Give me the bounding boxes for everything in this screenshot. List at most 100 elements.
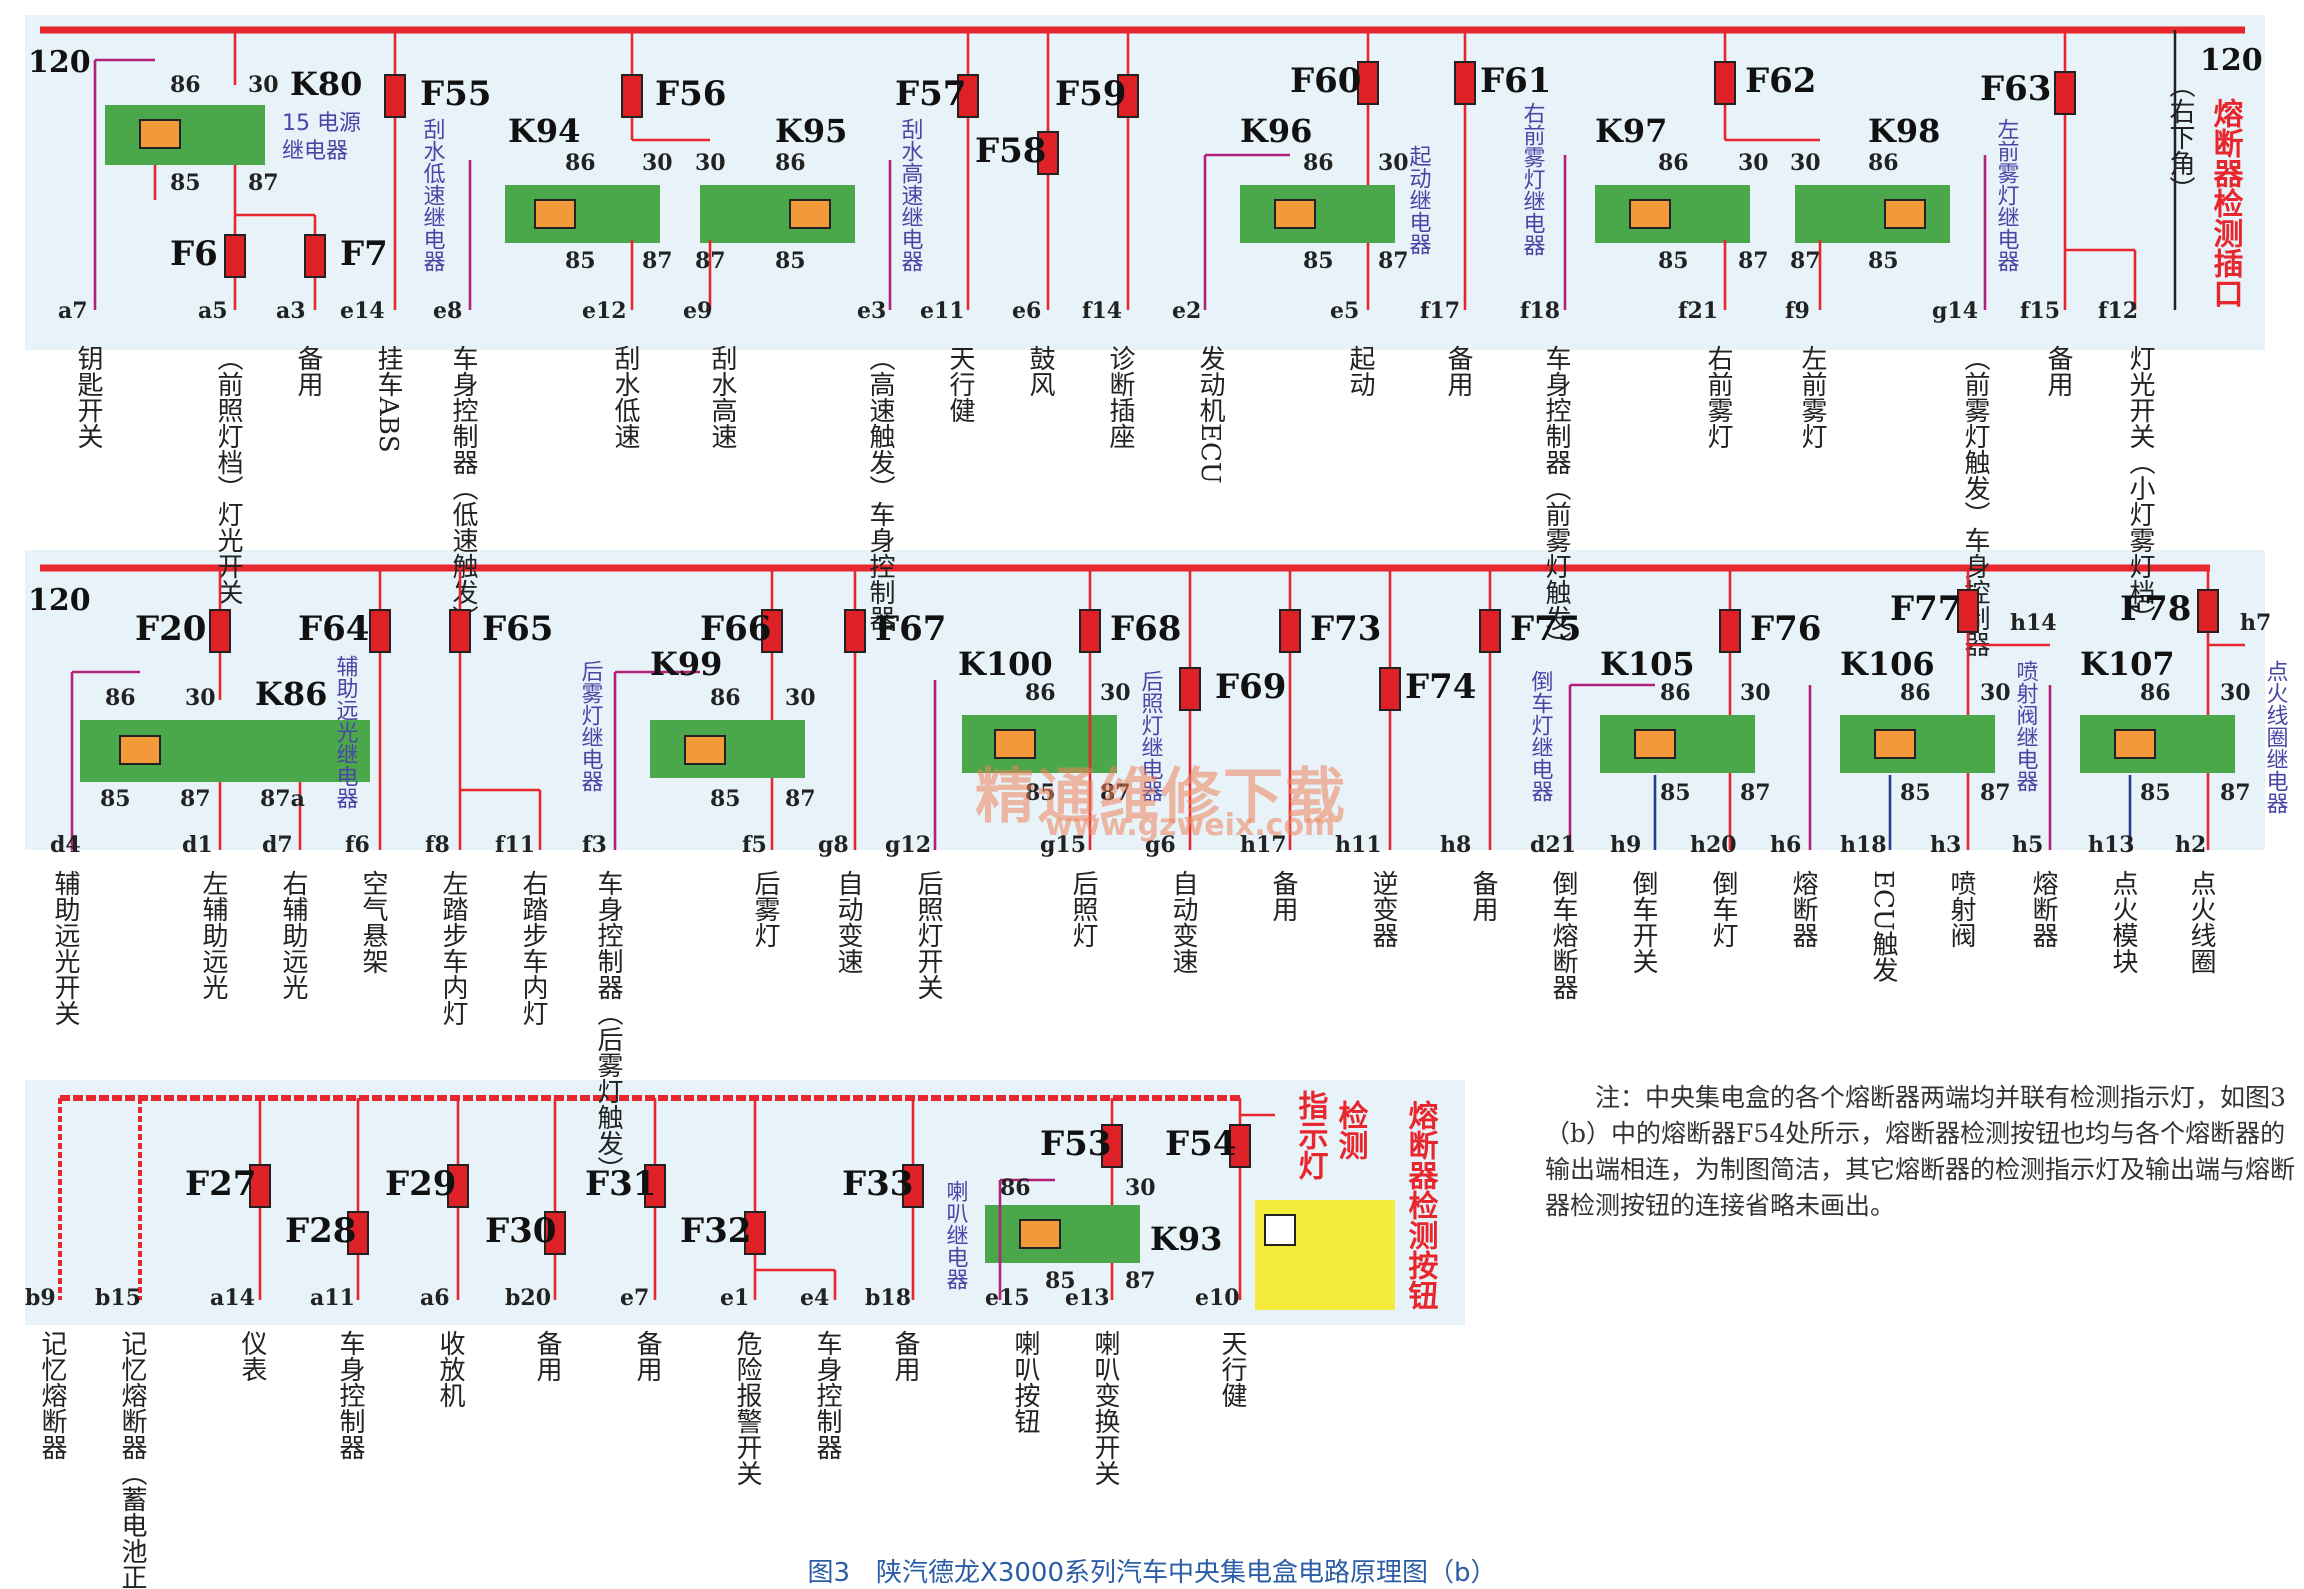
svg-text:记忆熔断器: 记忆熔断器 (37, 1330, 67, 1460)
svg-text:85: 85 (1868, 248, 1899, 274)
row1-relay-labels: K80 K94 K95 K96 K97 K98 (290, 65, 1940, 150)
svg-text:鼓风: 鼓风 (1025, 345, 1055, 397)
svg-text:备用: 备用 (532, 1330, 562, 1382)
svg-text:85: 85 (710, 786, 741, 812)
svg-text:f18: f18 (1520, 298, 1560, 324)
svg-text:诊断插座: 诊断插座 (1105, 345, 1135, 449)
svg-text:F28: F28 (285, 1211, 356, 1251)
svg-text:倒车熔断器: 倒车熔断器 (1548, 870, 1578, 1000)
svg-text:f15: f15 (2020, 298, 2060, 324)
svg-text:b15: b15 (95, 1285, 141, 1311)
fuse-F77 (1957, 589, 1979, 633)
svg-text:e15: e15 (985, 1285, 1030, 1311)
svg-text:熔断器: 熔断器 (1788, 870, 1818, 948)
svg-text:K106: K106 (1840, 645, 1935, 683)
svg-text:87: 87 (1740, 780, 1771, 806)
fuse-F54 (1229, 1124, 1251, 1168)
svg-text:f11: f11 (495, 832, 535, 858)
svg-text:h14: h14 (2010, 610, 2057, 636)
svg-text:a11: a11 (310, 1285, 355, 1311)
svg-text:h7: h7 (2240, 610, 2271, 636)
svg-text:e7: e7 (620, 1285, 649, 1311)
fuse-F66 (761, 609, 783, 653)
svg-text:空气悬架: 空气悬架 (358, 870, 388, 974)
svg-text:F64: F64 (298, 609, 369, 649)
relay-K97: K97 (1595, 112, 1667, 150)
label-F56: F56 (655, 74, 726, 114)
svg-text:刮水低速: 刮水低速 (610, 345, 640, 449)
relay-desc-K98: 左前雾灯继电器 (1994, 118, 2020, 272)
svg-text:F68: F68 (1110, 609, 1181, 649)
svg-text:F31: F31 (585, 1164, 656, 1204)
svg-text:86: 86 (1303, 150, 1334, 176)
svg-text:86: 86 (1000, 1175, 1031, 1201)
svg-text:备用: 备用 (632, 1330, 662, 1382)
svg-text:85: 85 (1303, 248, 1334, 274)
svg-text:a3: a3 (276, 298, 306, 324)
svg-text:后雾灯: 后雾灯 (750, 870, 780, 948)
svg-text:K107: K107 (2080, 645, 2175, 683)
svg-text:86: 86 (105, 685, 136, 711)
svg-text:F74: F74 (1405, 667, 1476, 707)
svg-text:d7: d7 (262, 832, 293, 858)
svg-text:f14: f14 (1082, 298, 1122, 324)
row2-relay-labels: K86 K99 K100 K105 K106 K107 (255, 645, 2175, 713)
fuse-F28 (347, 1211, 369, 1255)
fuse-F68 (1079, 609, 1101, 653)
svg-text:收放机: 收放机 (435, 1330, 465, 1408)
svg-text:85: 85 (1900, 780, 1931, 806)
relay-desc-K95: 刮水高速继电器 (898, 118, 924, 272)
fuse-F55 (384, 74, 406, 118)
svg-text:倒车开关: 倒车开关 (1628, 870, 1658, 974)
svg-text:86: 86 (1660, 680, 1691, 706)
svg-text:e9: e9 (683, 298, 712, 324)
svg-text:d1: d1 (182, 832, 213, 858)
svg-text:车身控制器（前雾灯触发）: 车身控制器（前雾灯触发） (1541, 345, 1571, 657)
svg-text:天行健: 天行健 (1217, 1330, 1247, 1408)
svg-text:h9: h9 (1610, 832, 1641, 858)
svg-text:f3: f3 (582, 832, 607, 858)
svg-text:h3: h3 (1930, 832, 1961, 858)
svg-text:e10: e10 (1195, 1285, 1240, 1311)
svg-text:f21: f21 (1678, 298, 1718, 324)
svg-text:85: 85 (775, 248, 806, 274)
svg-text:钥匙开关: 钥匙开关 (73, 345, 103, 449)
svg-text:右辅助远光: 右辅助远光 (278, 870, 308, 1000)
fuse-F33 (902, 1164, 924, 1208)
svg-text:刮水高速: 刮水高速 (707, 345, 737, 449)
svg-text:87: 87 (180, 786, 211, 812)
svg-text:30: 30 (642, 150, 673, 176)
svg-text:喇叭按钮: 喇叭按钮 (1010, 1330, 1040, 1434)
svg-text:h6: h6 (1770, 832, 1801, 858)
footnote: 注：中央集电盒的各个熔断器两端均并联有检测指示灯，如图3（b）中的熔断器F54处… (1545, 1083, 2296, 1220)
svg-text:起动: 起动 (1345, 345, 1375, 397)
svg-text:备用: 备用 (1268, 870, 1298, 922)
svg-text:30: 30 (1738, 150, 1769, 176)
svg-text:K99: K99 (650, 645, 722, 683)
svg-text:30: 30 (695, 150, 726, 176)
svg-text:F54: F54 (1165, 1124, 1236, 1164)
svg-text:F75: F75 (1510, 609, 1581, 649)
svg-text:86: 86 (710, 685, 741, 711)
svg-text:点火线圈: 点火线圈 (2186, 870, 2216, 974)
svg-text:辅助远光继电器: 辅助远光继电器 (333, 655, 359, 809)
svg-text:辅助远光开关: 辅助远光开关 (50, 870, 80, 1026)
svg-text:e6: e6 (1012, 298, 1041, 324)
figure-caption: 图3 陕汽德龙X3000系列汽车中央集电盒电路原理图（b） (807, 1558, 1497, 1588)
svg-text:87: 87 (1125, 1268, 1156, 1294)
svg-text:g14: g14 (1932, 298, 1978, 324)
label-F7: F7 (340, 234, 388, 274)
svg-text:喇叭继电器: 喇叭继电器 (943, 1180, 969, 1290)
svg-text:85: 85 (565, 248, 596, 274)
svg-text:a7: a7 (58, 298, 88, 324)
bus-label-row1-left: 120 (28, 45, 91, 80)
fuse-F75 (1479, 609, 1501, 653)
svg-text:86: 86 (565, 150, 596, 176)
svg-text:87: 87 (248, 170, 279, 196)
svg-text:F67: F67 (875, 609, 946, 649)
bus-label-row1-right: 120 (2200, 43, 2263, 78)
row3-wires (58, 1098, 1395, 1310)
fuse-F29 (447, 1164, 469, 1208)
row1-panel (25, 15, 2265, 350)
